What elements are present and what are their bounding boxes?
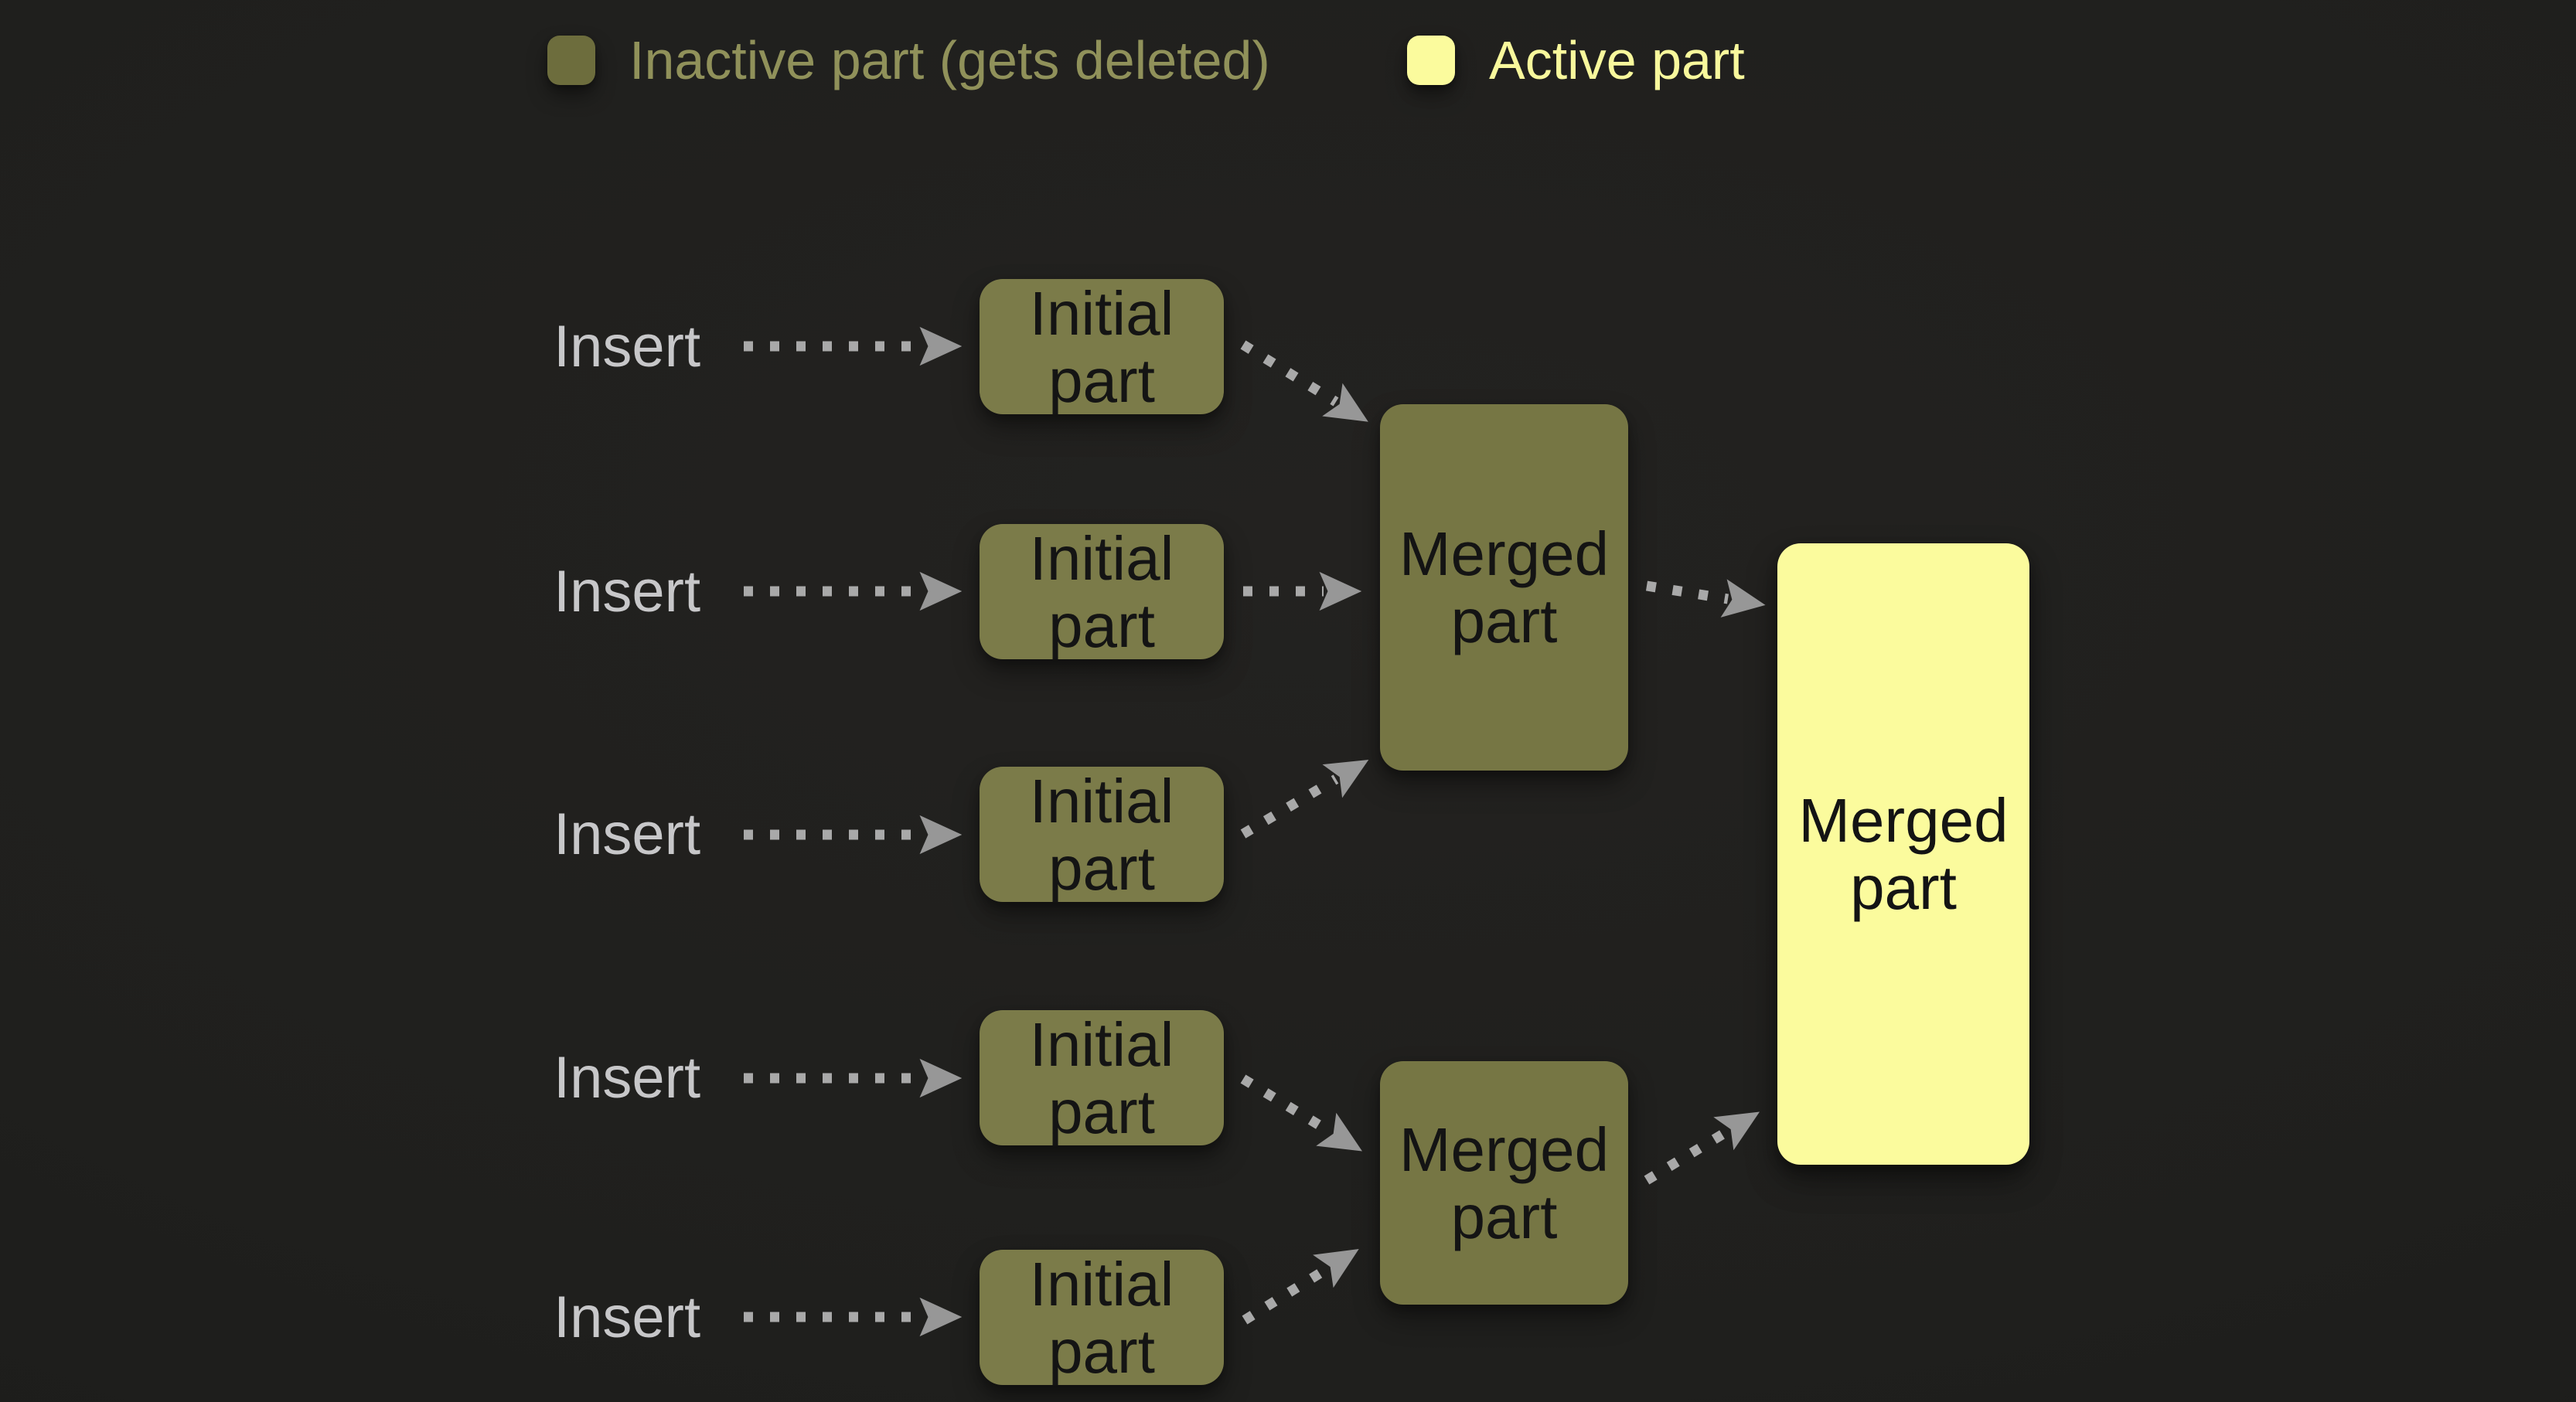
insert-label-4: Insert [554, 1045, 701, 1111]
node-label-line: part [1450, 587, 1558, 655]
node-label-line: part [1048, 833, 1155, 903]
inactive-swatch-icon [547, 36, 595, 85]
merged-part-node-inactive-1: Merged part [1380, 404, 1628, 771]
arrow-initial-3-to-merged-1 [1240, 759, 1369, 839]
legend-item-inactive: Inactive part (gets deleted) [547, 31, 1270, 90]
initial-part-node-4: Initial part [980, 1010, 1224, 1145]
initial-part-node-2: Initial part [980, 524, 1224, 659]
initial-part-node-5: Initial part [980, 1250, 1224, 1385]
arrow-merged-2-to-active [1644, 1111, 1760, 1185]
node-label-line: Initial [1029, 278, 1174, 348]
arrow-initial-4-to-merged-2 [1240, 1074, 1363, 1152]
insert-label-3: Insert [554, 801, 701, 867]
node-label-line: part [1048, 590, 1155, 660]
insert-label-5: Insert [554, 1285, 701, 1350]
legend-label-active: Active part [1489, 30, 1745, 90]
insert-label-2: Insert [554, 559, 701, 624]
arrow-initial-5-to-merged-2 [1242, 1249, 1359, 1325]
merged-part-node-inactive-2: Merged part [1380, 1061, 1628, 1305]
node-label-line: Merged [1798, 786, 2009, 855]
node-label-line: Initial [1029, 1009, 1174, 1079]
initial-part-node-1: Initial part [980, 279, 1224, 414]
node-label-line: part [1450, 1182, 1558, 1251]
insert-label-1: Insert [554, 314, 701, 379]
node-label-line: Initial [1029, 523, 1174, 593]
node-label-line: part [1850, 853, 1957, 922]
node-label-line: Merged [1399, 1114, 1610, 1184]
legend-label-inactive: Inactive part (gets deleted) [629, 30, 1270, 90]
node-label-line: part [1048, 1077, 1155, 1146]
legend-item-active: Active part [1407, 31, 1745, 90]
node-label-line: Initial [1029, 766, 1174, 835]
node-label-line: Initial [1029, 1249, 1174, 1319]
node-label-line: part [1048, 345, 1155, 415]
merged-part-node-active: Merged part [1777, 543, 2029, 1165]
arrow-initial-1-to-merged-1 [1240, 340, 1368, 422]
node-label-line: part [1048, 1316, 1155, 1386]
initial-part-node-3: Initial part [980, 767, 1224, 902]
active-swatch-icon [1407, 36, 1455, 85]
node-label-line: Merged [1399, 519, 1610, 588]
arrow-merged-1-to-active [1645, 579, 1766, 618]
